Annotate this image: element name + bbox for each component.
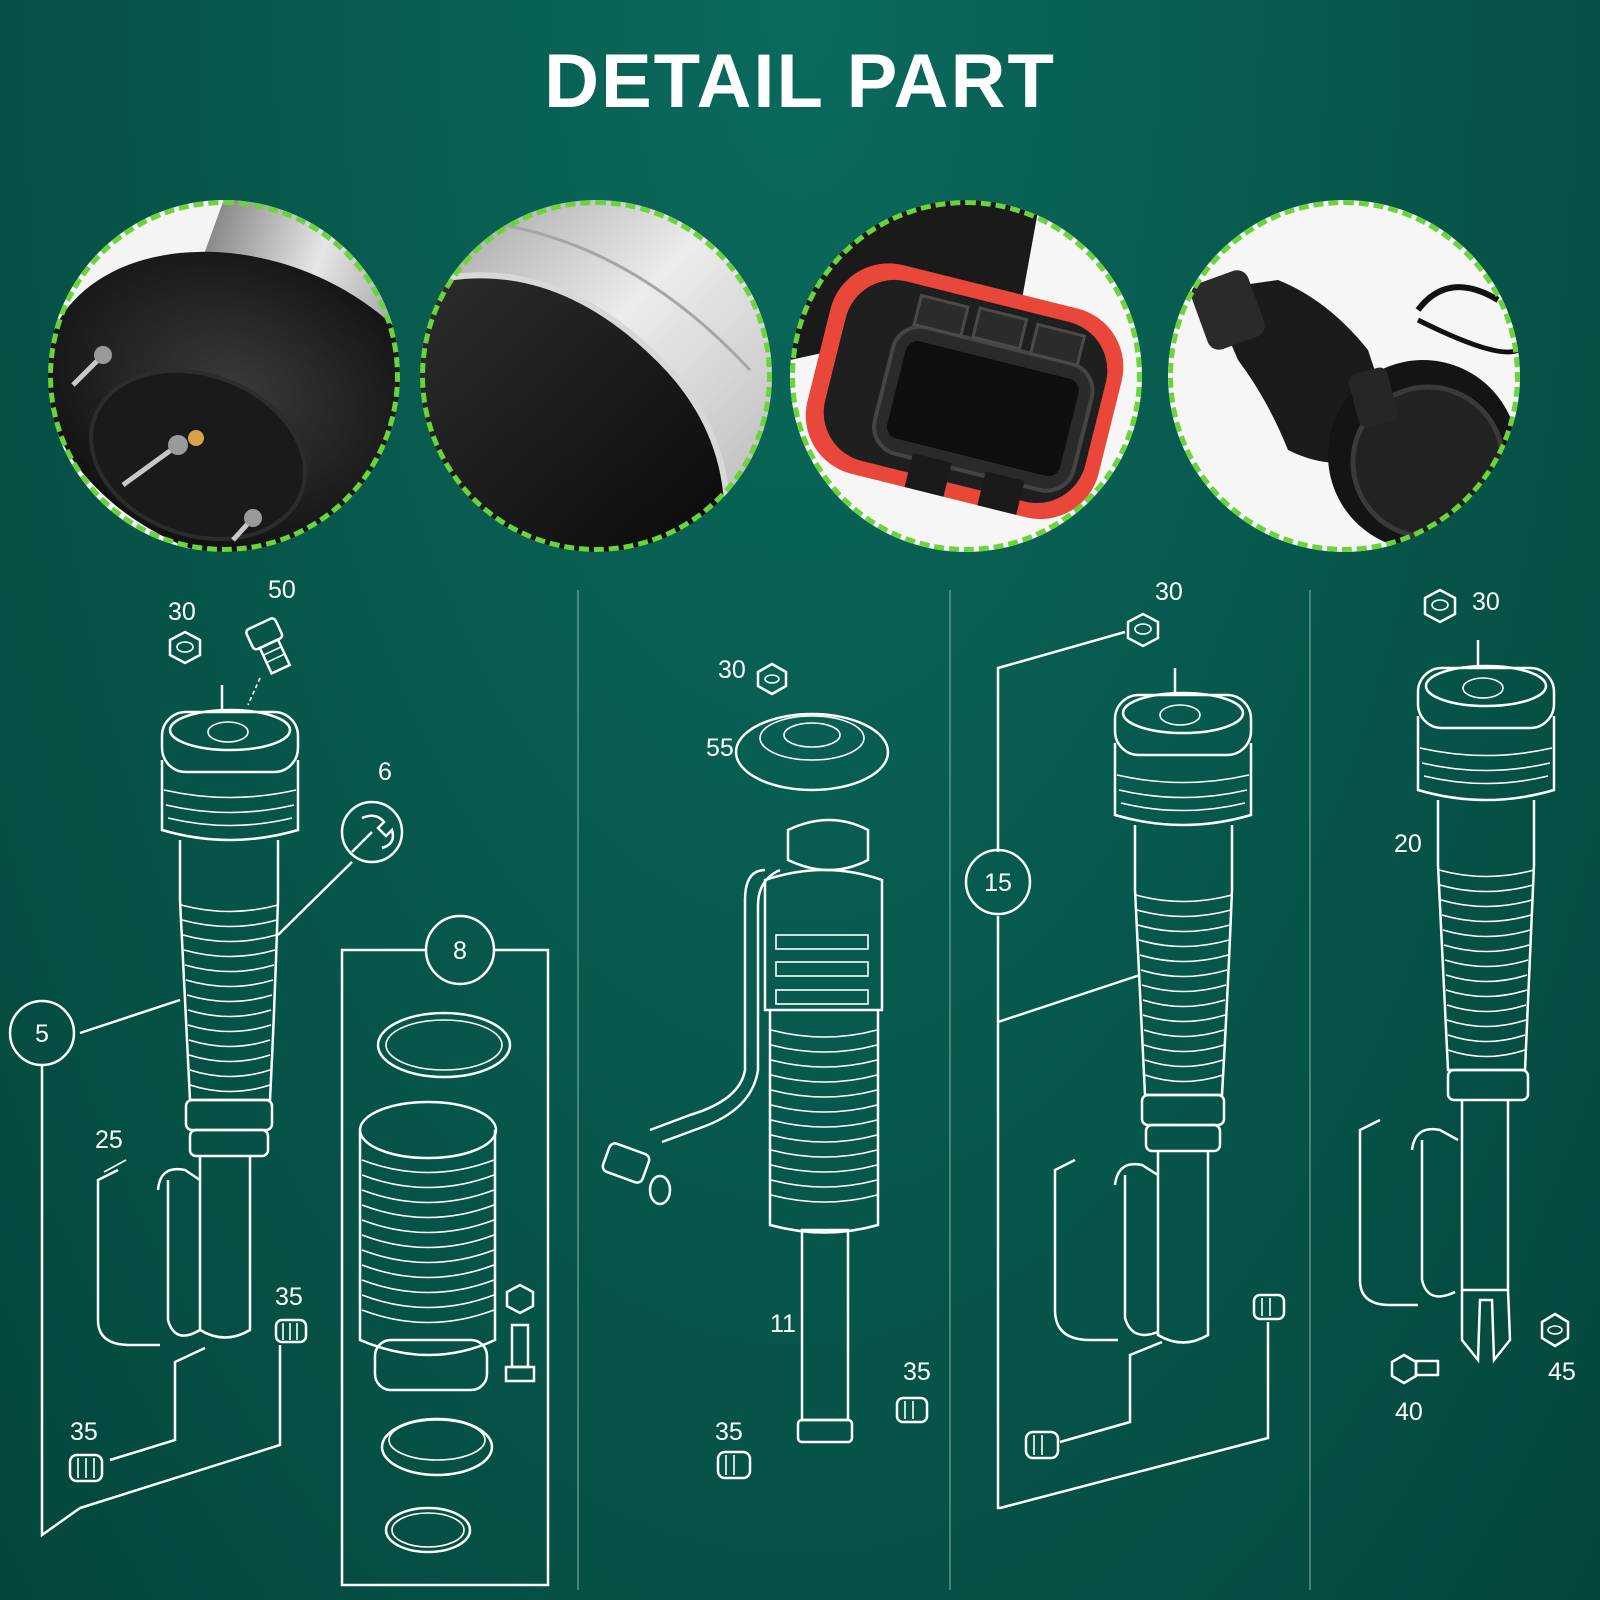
panel-1-front-strut-exploded	[8, 617, 550, 1587]
callout-5: 5	[35, 1020, 49, 1048]
panel-2-shock-absorber	[601, 662, 929, 1480]
callout-45: 45	[1548, 1358, 1576, 1386]
plug-icon	[1024, 1430, 1060, 1460]
callout-25: 25	[95, 1126, 123, 1154]
callout-55: 55	[706, 734, 734, 762]
callout-30: 30	[1472, 588, 1500, 616]
panel-4-strut-assembly	[1358, 588, 1570, 1385]
callout-8: 8	[453, 937, 467, 965]
callout-35: 35	[903, 1358, 931, 1386]
callout-50: 50	[268, 576, 296, 604]
callout-35: 35	[275, 1283, 303, 1311]
callout-30: 30	[168, 598, 196, 626]
callout-35: 35	[715, 1418, 743, 1446]
callout-labels: 30 50 6 5 8 25 35 35 30 55 11 35 35 30 1…	[35, 576, 1576, 1446]
plug-icon	[895, 1396, 929, 1424]
photo-air-inlet-valve	[1168, 200, 1520, 552]
callout-30: 30	[1155, 578, 1183, 606]
panel-3-strut-assembly	[964, 612, 1286, 1510]
photo-electrical-connector	[790, 200, 1142, 552]
callout-35: 35	[70, 1418, 98, 1446]
plug-icon	[1252, 1293, 1286, 1321]
page-title: DETAIL PART	[544, 39, 1056, 124]
plug-icon	[68, 1453, 104, 1483]
callout-20: 20	[1394, 830, 1422, 858]
nut-icon	[168, 630, 202, 665]
callout-30: 30	[718, 656, 746, 684]
callout-6: 6	[378, 758, 392, 786]
valve-icon	[245, 617, 292, 676]
callout-11: 11	[770, 1310, 796, 1338]
plug-icon	[716, 1450, 752, 1480]
callout-40: 40	[1395, 1398, 1423, 1426]
plug-icon	[274, 1318, 308, 1344]
callout-15: 15	[984, 869, 1012, 897]
